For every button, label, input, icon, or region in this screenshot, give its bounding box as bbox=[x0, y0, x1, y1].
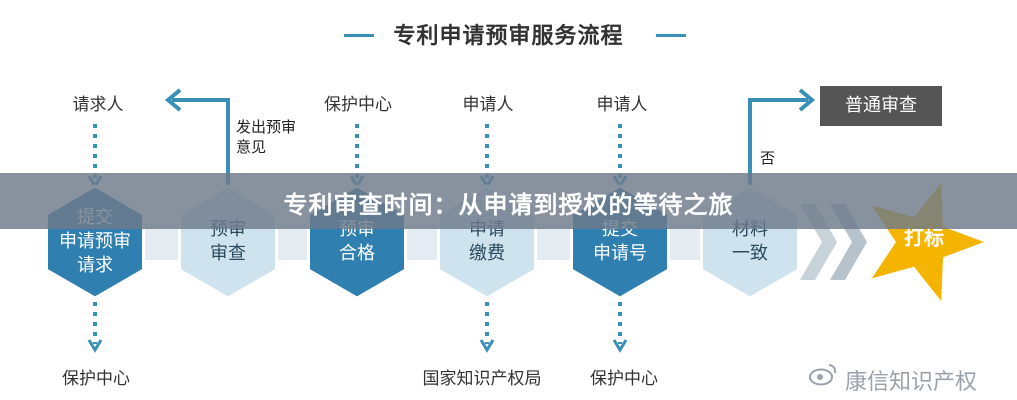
title-right-rule bbox=[656, 34, 686, 37]
star-label: 打标 bbox=[904, 225, 944, 250]
page-title: 专利申请预审服务流程 bbox=[393, 24, 624, 49]
feedback-label-line: 意见 bbox=[236, 138, 267, 156]
normal-review-box: 普通审查 bbox=[820, 86, 942, 126]
caption-banner-text: 专利审查时间：从申请到授权的等待之旅 bbox=[283, 191, 734, 219]
title-left-rule bbox=[344, 34, 374, 37]
feedback-arrow bbox=[172, 98, 230, 198]
watermark: 康信知识产权 bbox=[845, 370, 978, 395]
weibo-icon bbox=[809, 364, 837, 386]
step-label-line: 一致 bbox=[732, 243, 768, 264]
feedback-label: 发出预审 意见 bbox=[236, 117, 296, 157]
label-center-bottom-right: 保护中心 bbox=[590, 369, 658, 389]
step-label-line: 合格 bbox=[339, 243, 375, 264]
label-requester: 请求人 bbox=[72, 95, 124, 115]
label-ip-office: 国家知识产权局 bbox=[422, 369, 542, 389]
no-label: 否 bbox=[760, 149, 776, 167]
step-label-line: 申请预审 bbox=[59, 231, 131, 252]
arrowhead-icon bbox=[612, 339, 628, 353]
feedback-label-line: 发出预审 bbox=[236, 118, 297, 136]
step-label-line: 请求 bbox=[77, 255, 113, 276]
label-applicant-1: 申请人 bbox=[462, 95, 514, 115]
label-applicant-2: 申请人 bbox=[596, 95, 648, 115]
feedback-arrowhead-icon bbox=[164, 88, 182, 112]
step-label-line: 缴费 bbox=[469, 243, 505, 264]
star-icon bbox=[871, 183, 984, 301]
label-center-bottom-left: 保护中心 bbox=[62, 369, 130, 389]
arrowhead-icon bbox=[479, 339, 495, 353]
caption-banner bbox=[0, 173, 1017, 229]
arrowhead-icon bbox=[87, 339, 103, 353]
label-center-top: 保护中心 bbox=[324, 95, 392, 115]
step-label-line: 审查 bbox=[210, 243, 246, 264]
step-label-line: 申请号 bbox=[593, 243, 647, 264]
normal-review-arrow bbox=[748, 98, 808, 198]
normal-review-arrowhead-icon bbox=[798, 88, 816, 112]
